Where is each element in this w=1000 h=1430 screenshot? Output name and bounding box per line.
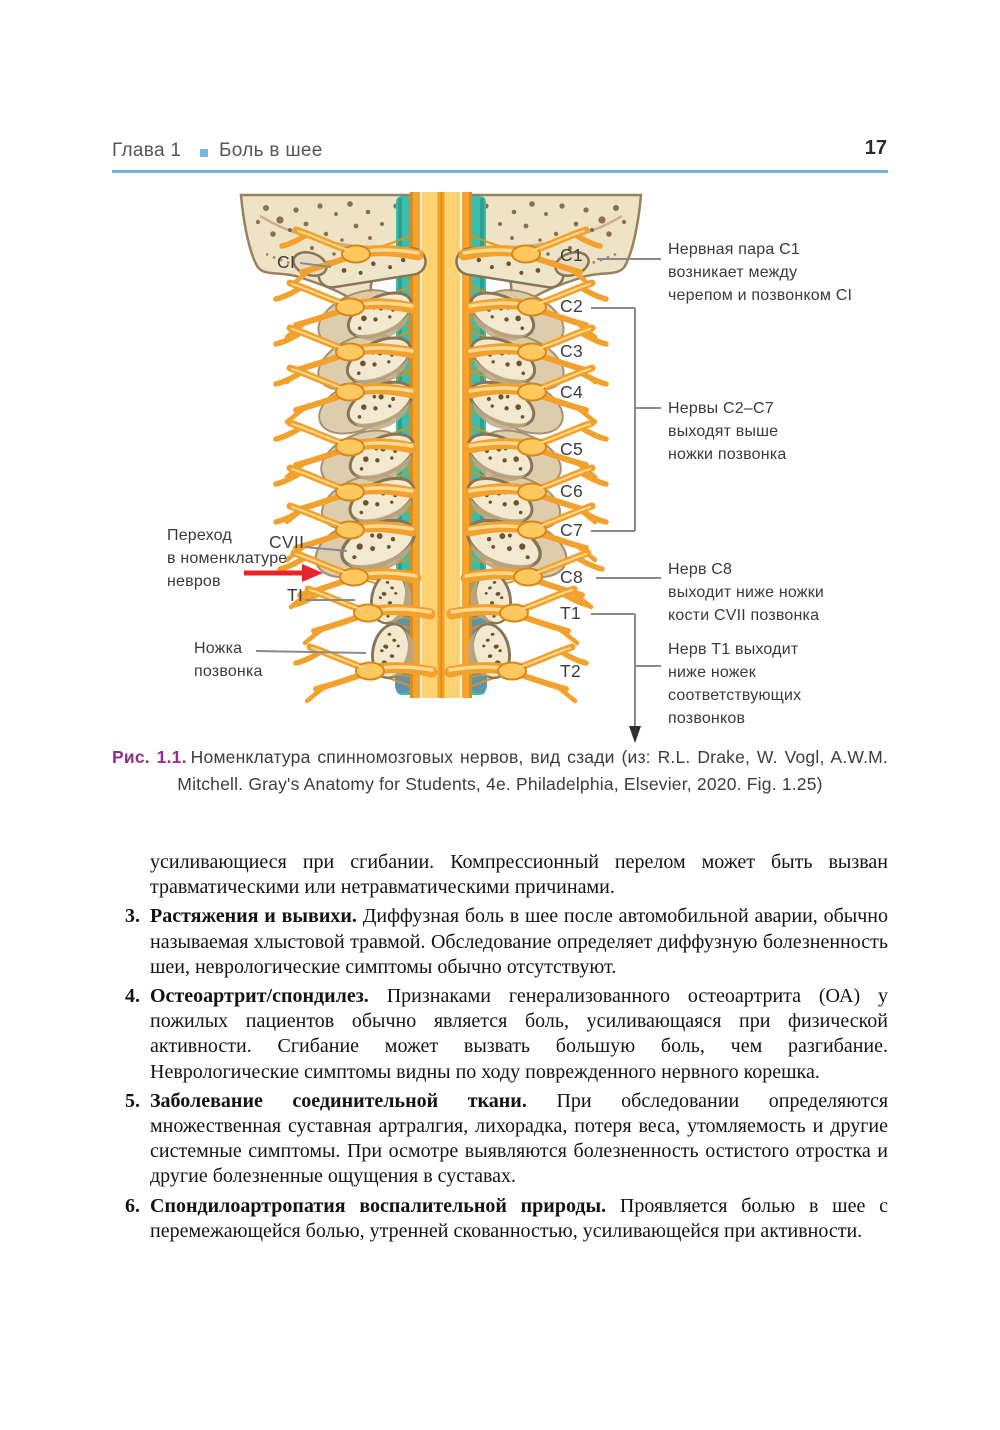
label-c2: C2 <box>560 296 583 316</box>
figure-caption-text: Номенклатура спинномозговых нервов, вид … <box>177 747 888 794</box>
label-cvii: CVII <box>269 532 305 552</box>
label-c6: C6 <box>560 481 583 501</box>
list-item: 6. Спондилоартропатия воспалительной прир… <box>125 1194 888 1244</box>
label-c3: C3 <box>560 341 583 361</box>
label-t2: T2 <box>560 661 582 681</box>
spine-illustration <box>110 192 661 743</box>
label-c4: C4 <box>560 382 583 402</box>
label-ci: CI <box>277 252 296 272</box>
item-lead: Растяжения и вывихи. <box>150 905 357 928</box>
item-number: 4. <box>125 985 140 1008</box>
paragraph-continuation: усиливающиеся при сгибании. Компрессионн… <box>150 851 888 899</box>
body-text: усиливающиеся при сгибании. Компрессионн… <box>125 850 888 1248</box>
annotation-c8: Нерв C8 выходит ниже ножки кости CVII по… <box>668 561 825 624</box>
label-c1: C1 <box>560 245 583 265</box>
label-c5: C5 <box>560 439 583 459</box>
item-number: 3. <box>125 905 140 928</box>
header-title: Боль в шее <box>219 140 323 161</box>
annotation-c2-c7: Нервы C2–C7 выходят выше ножки позвонка <box>668 400 787 463</box>
item-number: 5. <box>125 1089 140 1112</box>
header-bullet-icon <box>200 149 208 157</box>
label-t1: T1 <box>560 603 582 623</box>
nomenclature-note: Переход в номенклатуре невров <box>167 527 288 590</box>
item-lead: Остеоартрит/спондилез. <box>150 985 369 1008</box>
annotation-c1: Нервная пара C1 возникает между черепом … <box>668 241 853 304</box>
item-text: При обследовании определяются множествен… <box>150 1089 889 1188</box>
label-c7: C7 <box>560 520 583 540</box>
red-arrow-icon <box>244 564 323 582</box>
list-item: 5. Заболевание соединительной ткани. При … <box>125 1089 888 1190</box>
chapter-label: Глава 1 <box>112 140 182 161</box>
label-c8: C8 <box>560 567 583 587</box>
item-text: Диффузная боль в шее после автомобильной… <box>150 905 889 978</box>
figure-caption-label: Рис. 1.1. <box>112 747 187 767</box>
annotation-t1: Нерв T1 выходит ниже ножек соответствующ… <box>668 641 802 727</box>
item-lead: Заболевание соединительной ткани. <box>150 1089 527 1112</box>
item-text: Признаками генерализованного остеоартрит… <box>150 985 889 1083</box>
label-ti: TI <box>287 585 304 605</box>
down-arrow-icon <box>629 726 641 743</box>
item-number: 6. <box>125 1194 140 1217</box>
anatomy-figure: CI CVII TI C1 C2 C3 C4 C5 C6 C7 C8 T1 T2… <box>110 192 853 743</box>
pedicle-note: Ножка позвонка <box>194 640 263 680</box>
item-text: Проявляется болью в шее с перемежающейся… <box>150 1194 888 1242</box>
list-item: 4. Остеоартрит/спондилез. Признаками гене… <box>125 984 888 1085</box>
figure-caption: Рис. 1.1.Номенклатура спинномозговых нер… <box>112 744 888 798</box>
item-lead: Спондилоартропатия воспалительной природ… <box>150 1194 607 1217</box>
leader-lines <box>255 258 661 728</box>
list-item: 3. Растяжения и вывихи. Диффузная боль в … <box>125 904 888 980</box>
page-number: 17 <box>864 137 887 159</box>
header-rule <box>112 170 888 173</box>
